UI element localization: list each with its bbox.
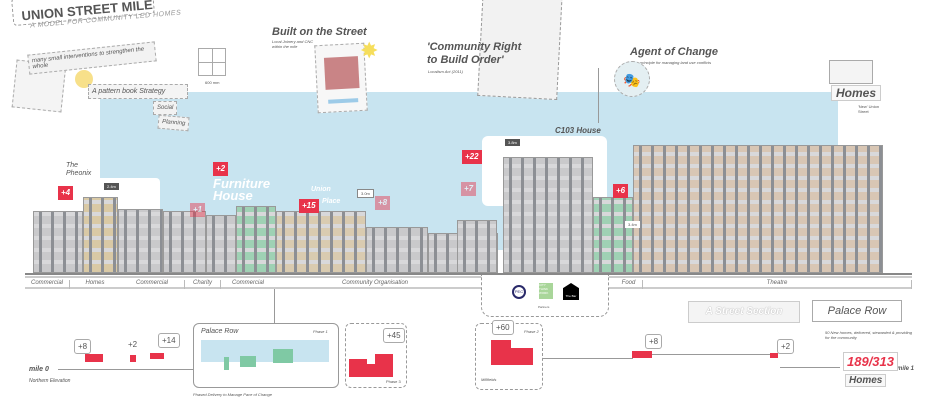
palace-building <box>633 145 883 273</box>
millfields: Millfields <box>481 377 497 382</box>
count-badge: +8 <box>74 339 92 354</box>
palace-row-label: Palace Row <box>812 300 902 322</box>
leader-line <box>598 68 599 123</box>
palace-row-phase1[interactable]: Palace Row Phase 1 <box>193 323 339 388</box>
building <box>118 209 163 273</box>
building <box>163 211 206 273</box>
building <box>457 220 497 273</box>
label-c103: C103 House <box>555 126 601 135</box>
uses-strip: Commercial Homes Commercial Charity Comm… <box>25 276 912 289</box>
new-homes-block <box>632 351 652 358</box>
new-homes-block <box>150 353 164 359</box>
mile-0: mile 0 <box>29 366 49 373</box>
homes-label: Homes <box>845 374 887 387</box>
count-badge: +45 <box>383 328 405 343</box>
elevation-line <box>780 367 840 368</box>
dim-label: 3.0m <box>357 189 374 198</box>
city-think-work-logo: CITY THINK WORK <box>539 283 553 299</box>
building <box>83 197 118 273</box>
dim-label: 3.8m <box>505 139 520 146</box>
building <box>366 227 428 273</box>
street-section-label: A Street Section <box>688 301 800 323</box>
use-label: Theatre <box>643 280 912 289</box>
building <box>206 215 236 273</box>
agent-sub: principle for managing land use conflict… <box>640 60 712 65</box>
tag-count: +15 <box>299 199 319 213</box>
crtbo-sub: Localism Act (2011) <box>428 69 463 74</box>
elevation-line <box>652 354 772 355</box>
use-label: Community Organisation <box>341 280 409 286</box>
building <box>33 211 83 273</box>
new-homes-block <box>85 354 103 362</box>
building <box>593 197 633 273</box>
the-bar-logo: The Bar <box>563 283 579 300</box>
palace-row-caption: Phased Delivery to Manage Pace of Change <box>193 392 272 397</box>
tag-count: +4 <box>58 186 74 200</box>
dim-label: 3.4m <box>625 221 640 228</box>
partners-label: Partners <box>538 305 550 309</box>
note: many small interventions to strengthen t… <box>27 41 157 75</box>
phase-2: Phase 2 <box>524 329 539 334</box>
label-furniture-house: Furniture House <box>213 176 271 203</box>
tag-count: +6 <box>613 184 629 198</box>
count-badge: +2 <box>125 338 141 351</box>
new-homes-block <box>770 353 778 358</box>
homes-top-label: Homes <box>831 85 882 101</box>
pattern-book-label: A pattern book Strategy <box>88 84 188 99</box>
tag-faded: +7 <box>461 182 477 196</box>
palace-row-title: Palace Row <box>201 328 239 335</box>
homes-top-sub: 'New' Union Street <box>858 104 880 114</box>
count-badge: +8 <box>645 334 663 349</box>
use-label: Commercial <box>231 280 264 286</box>
label-union-place: Union Place <box>311 186 341 205</box>
building <box>236 206 276 273</box>
crtbo-title: 'Community Right to Build Order' <box>427 41 522 66</box>
built-on-street-title: Built on the Street <box>272 26 367 38</box>
tag-count: +22 <box>462 150 482 164</box>
phase-1: Phase 1 <box>313 329 328 334</box>
window-dim: 600 mm <box>205 80 220 85</box>
book-icon <box>75 70 93 88</box>
mini-sky <box>201 340 329 362</box>
sun-icon: ✸ <box>360 38 379 63</box>
use-label: Commercial <box>25 280 70 289</box>
tag-faded: +8 <box>375 196 391 210</box>
count-badge: +2 <box>777 339 795 354</box>
theatre-masks-icon: 🎭 <box>614 61 650 97</box>
building <box>276 211 366 273</box>
count-badge: +14 <box>158 333 180 348</box>
homes-top-scribble <box>829 60 873 84</box>
legend-desc: 50 New homes, delivered, stewarded & pro… <box>825 330 912 340</box>
dim-label: 2.4m <box>104 183 119 190</box>
use-label: Homes <box>85 280 105 286</box>
agent-title: Agent of Change <box>630 46 718 58</box>
elevation-line <box>58 369 193 370</box>
phase-3: Phase 3 <box>386 379 401 384</box>
mile-1: mile 1 <box>897 366 915 372</box>
ground-line <box>25 273 912 275</box>
partners-box: PEC CITY THINK WORK The Bar Partners <box>481 275 609 317</box>
label-phoenix: The Pheonix <box>66 162 92 177</box>
mile-0-sub: Northern Elevation <box>29 378 71 384</box>
new-homes-block <box>130 355 136 362</box>
use-label: Charity <box>185 280 221 289</box>
c103-house <box>503 157 593 273</box>
pec-logo: PEC <box>512 285 526 299</box>
window-module <box>198 48 226 76</box>
count-badge: +60 <box>492 320 514 335</box>
tag-planning: Planning <box>157 114 190 132</box>
use-label: Food <box>615 280 643 289</box>
homes-ratio: 189/313 <box>843 352 898 371</box>
tag-social: Social <box>153 101 178 115</box>
use-label: Commercial <box>120 280 185 289</box>
elevation-line <box>543 358 633 359</box>
tag-faded: +1 <box>190 203 206 217</box>
leader-line <box>274 289 275 325</box>
tag-count: +2 <box>213 162 229 176</box>
built-on-street-sub: Local Joinery and CNC within the mile <box>272 39 314 49</box>
